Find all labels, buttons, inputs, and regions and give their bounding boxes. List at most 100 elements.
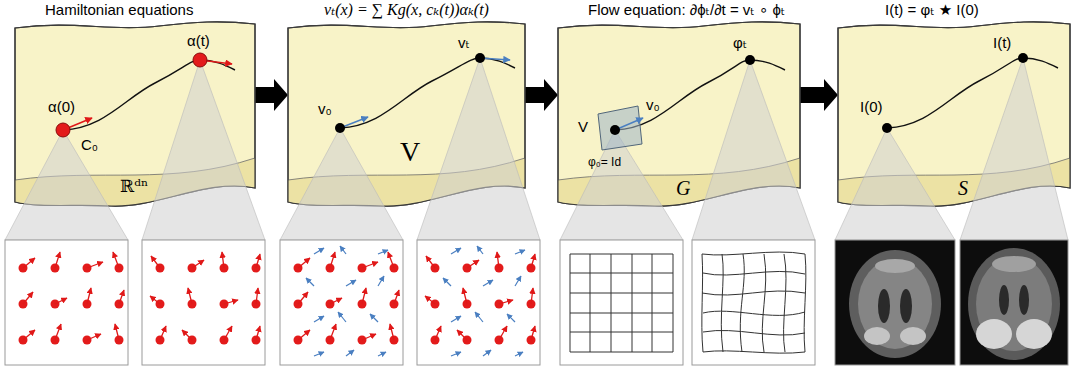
manifold-panel: Flow equation: ∂ϕₜ/∂t = vₜ ∘ ϕₜVv₀φ₀= Id… [558, 18, 800, 208]
manifold-panel: vₜ(x) = ∑ Kg(x, cₖ(t))αₖ(t)v₀vₜV [288, 18, 525, 208]
math-label: φ₀= Id [588, 156, 621, 170]
trajectory-curve [615, 60, 785, 130]
projection-cone [142, 60, 265, 240]
manifold-fold [15, 158, 255, 206]
deformed-grid-thumbnail [702, 254, 703, 352]
manifold-sheet [838, 22, 1070, 206]
math-label: C₀ [81, 136, 98, 153]
control-point [56, 53, 1028, 137]
panel-heading: Hamiltonian equations [45, 1, 193, 18]
velocity-thumbnail [306, 246, 388, 356]
projection-cone [835, 128, 955, 240]
deformed-grid-thumbnail [703, 351, 805, 353]
projection-cone [560, 130, 683, 240]
momentum-thumbnail [5, 240, 128, 365]
control-point [56, 123, 70, 137]
trajectory-curve [340, 58, 515, 128]
brain-image [864, 327, 890, 345]
control-point [610, 125, 620, 135]
math-label: v₀ [646, 96, 660, 113]
deformed-grid-thumbnail [740, 254, 744, 352]
deformed-grid-thumbnail [692, 240, 815, 365]
manifold-fold-line [838, 158, 1070, 180]
velocity-thumbnail [443, 246, 525, 356]
manifold-sheet [558, 22, 800, 206]
velocity-thumbnail [431, 264, 536, 345]
brain-image [900, 327, 926, 345]
brain-image [1019, 285, 1029, 315]
deformed-grid-thumbnail [702, 252, 806, 353]
deformed-grid-thumbnail [784, 254, 786, 352]
trajectory-curve [887, 58, 1058, 128]
velocity-thumbnail [425, 252, 535, 340]
brain-image [835, 240, 955, 365]
brain-image [992, 256, 1036, 272]
brain-image [835, 240, 955, 365]
manifold-sheet [288, 22, 525, 206]
deformed-grid-thumbnail [703, 271, 805, 275]
tangent-plane [598, 106, 642, 150]
control-point [1018, 53, 1028, 63]
brain-image [900, 289, 912, 323]
process-arrow [800, 79, 838, 111]
math-label: φₜ [733, 34, 747, 51]
panel-heading: Flow equation: ∂ϕₜ/∂t = vₜ ∘ ϕₜ [588, 1, 785, 18]
manifold-panel: I(t) = φₜ ★ I(0)I(0)I(t)S [838, 18, 1070, 208]
grid-thumbnail [570, 254, 673, 352]
math-label: I(t) [993, 34, 1011, 51]
brain-image [878, 289, 890, 323]
control-point [335, 123, 345, 133]
brain-image [1016, 319, 1052, 349]
deformed-grid-thumbnail [703, 330, 805, 335]
control-point [475, 53, 485, 63]
momentum-thumbnail [5, 240, 128, 365]
brain-image [968, 248, 1060, 360]
momentum-thumbnail [23, 252, 124, 340]
math-label: S [958, 178, 968, 198]
projection-cone [280, 128, 403, 240]
deformed-grid-thumbnail [721, 254, 723, 352]
projection-cone [5, 130, 128, 240]
velocity-thumbnail [280, 240, 403, 365]
momentum-thumbnail [150, 252, 260, 340]
velocity-arrow [480, 58, 510, 60]
math-label: V [400, 138, 420, 166]
brain-image [960, 240, 1068, 365]
velocity-thumbnail [280, 240, 403, 365]
manifold-outline [558, 22, 800, 206]
process-arrow [255, 79, 288, 111]
velocity-thumbnail [417, 240, 540, 365]
manifold-fold-line [15, 158, 255, 180]
brain-image [976, 257, 1052, 351]
brain-image [858, 259, 932, 349]
math-label: α(t) [187, 32, 210, 49]
grid-thumbnail [560, 240, 683, 365]
trajectory-curve [63, 60, 235, 130]
velocity-thumbnail [417, 240, 540, 365]
projection-cone [5, 58, 1068, 240]
control-point [745, 55, 755, 65]
process-arrow [525, 79, 558, 111]
velocity-thumbnail [294, 264, 399, 345]
velocity-thumbnail [298, 252, 399, 340]
brain-image [875, 259, 915, 273]
brain-image [849, 250, 941, 358]
projection-cone [692, 60, 815, 240]
math-label: vₜ [458, 34, 470, 51]
velocity-arrow [340, 117, 368, 128]
momentum-thumbnail [142, 240, 265, 365]
math-label: G [676, 178, 690, 198]
manifold-panel: Hamiltonian equationsα(0)C₀α(t)ℝᵈⁿ [15, 18, 255, 208]
math-label: α(0) [48, 98, 75, 115]
velocity-arrow [615, 118, 643, 130]
momentum-arrow [200, 60, 232, 64]
math-label: v₀ [318, 100, 332, 117]
grid-thumbnail [570, 254, 673, 352]
projection-cone [960, 58, 1068, 240]
manifold-outline [838, 22, 1070, 206]
manifold-fold [838, 158, 1070, 206]
momentum-thumbnail [156, 264, 261, 345]
deformed-grid-thumbnail [762, 254, 765, 352]
